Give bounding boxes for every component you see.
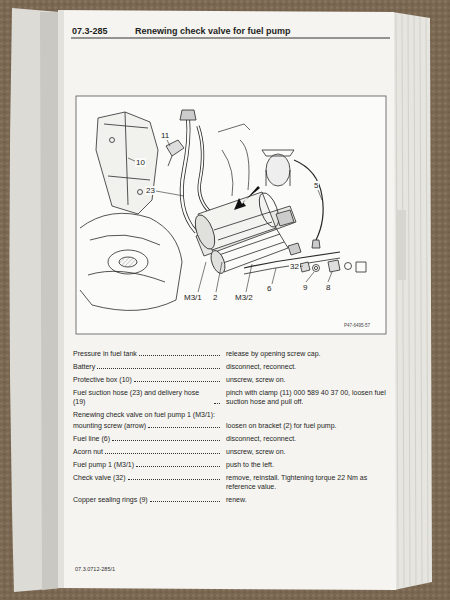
dot-leader: [139, 355, 220, 356]
table-row: Acorn nut unscrew, screw on.: [73, 447, 391, 456]
dot-leader: [214, 403, 220, 404]
table-item-cell: Fuel pump 1 (M3/1): [73, 460, 223, 469]
dot-leader: [128, 479, 220, 480]
table-action: release by opening screw cap.: [223, 349, 391, 358]
table-row: Fuel suction hose (23) and delivery hose…: [73, 388, 391, 406]
section-number: 07.3-285: [72, 26, 108, 36]
table-item-cell: Fuel line (6): [73, 434, 223, 443]
drawing-reference: P47-6495-57: [344, 323, 370, 328]
table-row: Fuel line (6) disconnect, reconnect.: [73, 434, 391, 443]
table-item-cell: Battery: [73, 362, 223, 371]
table-action: disconnect, reconnect.: [223, 362, 391, 371]
callout-number: 10: [135, 158, 146, 167]
table-item: Copper sealing rings (9): [73, 495, 148, 504]
dot-leader: [150, 501, 220, 502]
table-item: Fuel suction hose (23) and delivery hose…: [73, 388, 212, 406]
table-item: mounting screw (arrow): [73, 421, 146, 430]
table-row: mounting screw (arrow) loosen on bracket …: [73, 421, 391, 430]
table-action: pinch with clamp (11) 000 589 40 37 00, …: [223, 388, 391, 406]
table-row: Pressure in fuel tank release by opening …: [73, 349, 391, 358]
dot-leader: [148, 427, 220, 428]
table-action: unscrew, screw on.: [223, 375, 391, 384]
dot-leader: [105, 453, 220, 454]
dot-leader: [134, 381, 220, 382]
table-action: loosen on bracket (2) for fuel pump.: [223, 421, 391, 430]
table-action: disconnect, reconnect.: [223, 434, 391, 443]
table-action: push to the left.: [223, 460, 391, 469]
callout-number: 23: [145, 186, 156, 195]
page-title: Renewing check valve for fuel pump: [135, 26, 291, 36]
table-item-cell: Copper sealing rings (9): [73, 495, 223, 504]
callout-number: 2: [212, 293, 218, 302]
table-item-cell: mounting screw (arrow): [73, 421, 223, 430]
table-item-cell: Protective box (10): [73, 375, 223, 384]
table-action: remove, reinstall. Tightening torque 22 …: [223, 473, 391, 491]
table-action: renew.: [223, 495, 391, 504]
table-item-cell: Fuel suction hose (23) and delivery hose…: [73, 388, 223, 406]
table-row: Battery disconnect, reconnect.: [73, 362, 391, 371]
callout-number: M3/1: [183, 293, 203, 302]
table-item: Fuel line (6): [73, 434, 110, 443]
table-row: Protective box (10) unscrew, screw on.: [73, 375, 391, 384]
table-item-cell: Pressure in fuel tank: [73, 349, 223, 358]
table-item: Pressure in fuel tank: [73, 349, 137, 358]
callout-number: M3/2: [234, 293, 254, 302]
callout-number: 5: [313, 181, 319, 190]
table-action: unscrew, screw on.: [223, 447, 391, 456]
table-row: Renewing check valve on fuel pump 1 (M3/…: [73, 410, 391, 419]
callout-number: 8: [325, 283, 331, 292]
dot-leader: [97, 368, 220, 369]
table-row: Copper sealing rings (9) renew.: [73, 495, 391, 504]
procedure-table: Pressure in fuel tank release by opening …: [73, 349, 391, 508]
table-item: Fuel pump 1 (M3/1): [73, 460, 134, 469]
page-footer: 07.3.0712-285/1: [75, 566, 115, 572]
callout-number: 6: [266, 284, 272, 293]
callout-number: 9: [302, 283, 308, 292]
dot-leader: [112, 440, 220, 441]
table-item-cell: Check valve (32): [73, 473, 223, 482]
table-item: Check valve (32): [73, 473, 126, 482]
section-heading: Renewing check valve on fuel pump 1 (M3/…: [73, 410, 215, 419]
dot-leader: [136, 466, 220, 467]
callout-number: 11: [160, 131, 170, 140]
table-item: Acorn nut: [73, 447, 103, 456]
table-item: Battery: [73, 362, 95, 371]
table-item-cell: Acorn nut: [73, 447, 223, 456]
callout-number: 32: [289, 262, 300, 271]
table-item: Protective box (10): [73, 375, 132, 384]
table-row: Fuel pump 1 (M3/1) push to the left.: [73, 460, 391, 469]
table-row: Check valve (32) remove, reinstall. Tight…: [73, 473, 391, 491]
